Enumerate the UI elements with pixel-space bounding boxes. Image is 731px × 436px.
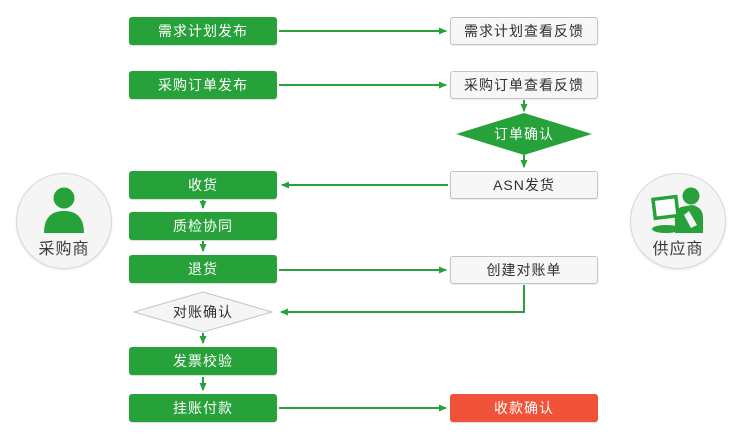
- node-quality-check: 质检协同: [129, 212, 277, 240]
- supplier-actor: 供应商: [630, 173, 726, 269]
- node-receipt-confirm: 收款确认: [450, 394, 598, 422]
- node-create-statement: 创建对账单: [450, 256, 598, 284]
- node-asn-ship: ASN发货: [450, 171, 598, 199]
- node-demand-publish: 需求计划发布: [129, 17, 277, 45]
- node-statement-confirm-label: 对账确认: [173, 304, 233, 320]
- node-statement-confirm: 对账确认: [133, 291, 273, 333]
- node-po-feedback: 采购订单查看反馈: [450, 71, 598, 99]
- person-icon: [44, 187, 84, 233]
- node-receive: 收货: [129, 171, 277, 199]
- decision-diamond-shape: [133, 291, 273, 333]
- node-invoice-check: 发票校验: [129, 347, 277, 375]
- buyer-actor: 采购商: [16, 173, 112, 269]
- node-order-confirm: 订单确认: [456, 113, 592, 155]
- decision-diamond-shape: [456, 113, 592, 155]
- person-laptop-icon: [651, 187, 703, 233]
- node-return-goods: 退货: [129, 255, 277, 283]
- buyer-label: 采购商: [38, 241, 90, 258]
- supplier-label: 供应商: [652, 241, 704, 258]
- node-demand-feedback: 需求计划查看反馈: [450, 17, 598, 45]
- node-po-publish: 采购订单发布: [129, 71, 277, 99]
- node-order-confirm-label: 订单确认: [494, 126, 554, 142]
- node-pending-payment: 挂账付款: [129, 394, 277, 422]
